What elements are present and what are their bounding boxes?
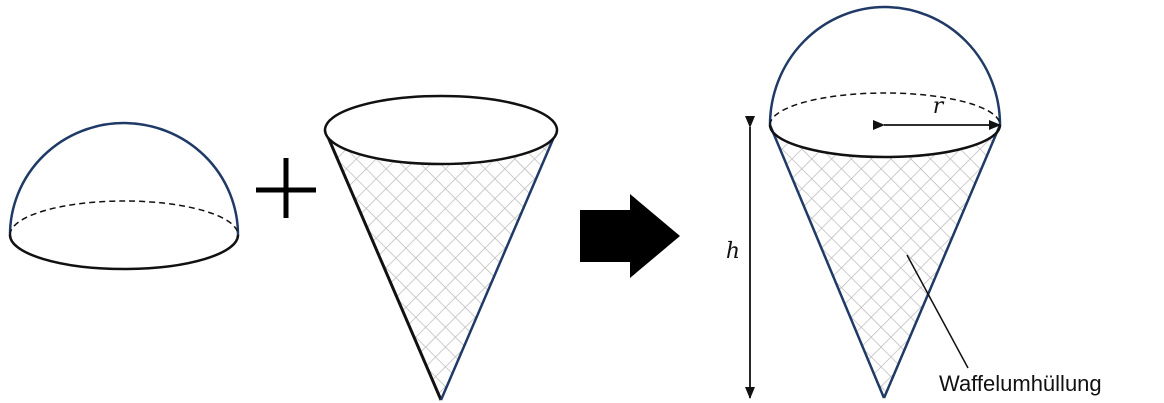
cone-top-opening <box>323 94 559 166</box>
combined-waffle-surface <box>770 125 1000 398</box>
cone <box>323 94 559 401</box>
hemisphere-base-hidden-edge <box>9 200 239 236</box>
ice-cream-combined <box>768 5 1002 399</box>
combined-cone-left-edge <box>768 124 886 399</box>
combined-cone-right-edge <box>882 124 1002 399</box>
combined-hemisphere-dome <box>768 5 1002 126</box>
hemisphere-dome <box>8 121 240 236</box>
hemisphere-base-front-edge <box>8 234 240 271</box>
combined-hidden-edge <box>769 92 1001 126</box>
right-arrow-icon <box>580 194 680 278</box>
cone-left-edge <box>323 129 443 401</box>
cone-right-edge <box>439 129 559 401</box>
hemisphere <box>8 121 240 271</box>
waffle-label: Waffelumhüllung <box>939 371 1102 396</box>
combined-front-edge <box>768 124 1002 159</box>
cone-waffle-surface <box>325 130 557 400</box>
radius-label: r <box>933 94 945 119</box>
plus-icon <box>256 158 316 218</box>
height-label: h <box>726 239 740 264</box>
waffle-leader-line <box>906 254 969 369</box>
